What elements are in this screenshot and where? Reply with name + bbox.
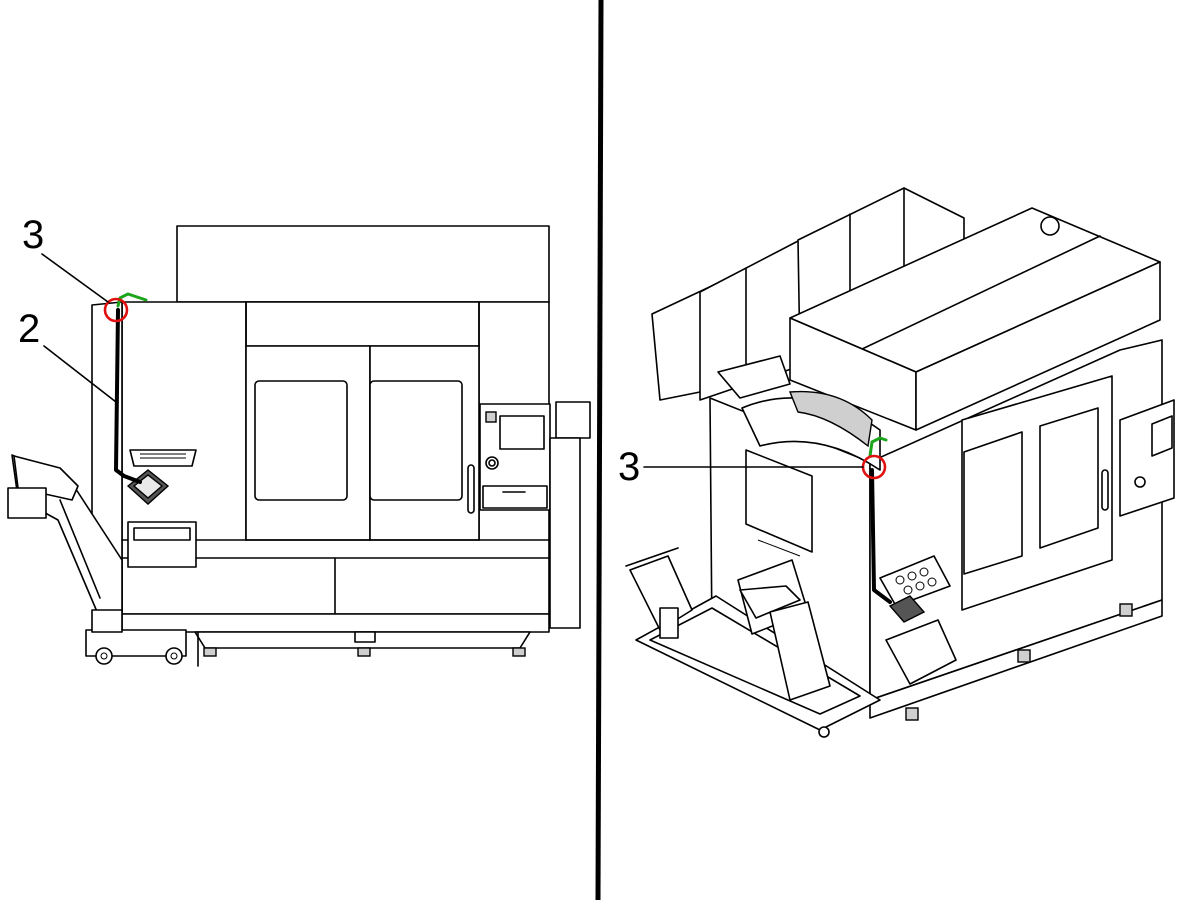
callout-label-3-right: 3 <box>618 445 640 489</box>
callout-2-left: 2 <box>18 307 117 403</box>
green-connector-right <box>868 436 888 458</box>
iso-view-machine <box>625 187 1175 738</box>
cable-right <box>870 468 892 604</box>
front-view-machine <box>7 225 591 667</box>
marker-ring-left <box>103 297 129 323</box>
callout-3-left: 3 <box>22 213 109 303</box>
callout-label-3-left: 3 <box>22 213 44 257</box>
callout-3-right: 3 <box>618 445 864 489</box>
panel-divider <box>595 0 604 900</box>
callout-label-2: 2 <box>18 307 40 351</box>
cable-2 <box>114 308 142 484</box>
